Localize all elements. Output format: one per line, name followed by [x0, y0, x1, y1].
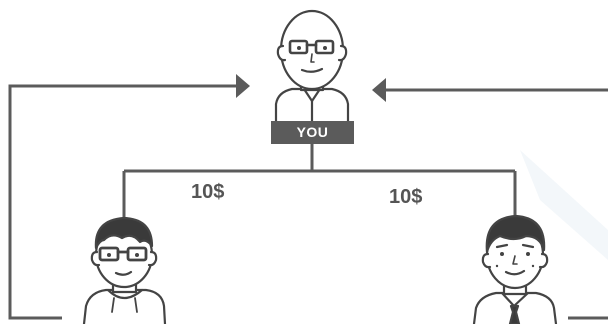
right-person-avatar-icon: [474, 216, 556, 324]
you-avatar-icon: [276, 11, 348, 123]
tree-connector: [124, 144, 515, 220]
payment-amount-left: 10$: [191, 181, 224, 204]
left-arrowhead-icon: [236, 74, 250, 98]
you-label: YOU: [271, 121, 354, 144]
left-person-avatar-icon: [84, 218, 165, 324]
right-arrowhead-icon: [372, 78, 386, 102]
payment-amount-right: 10$: [389, 186, 422, 209]
